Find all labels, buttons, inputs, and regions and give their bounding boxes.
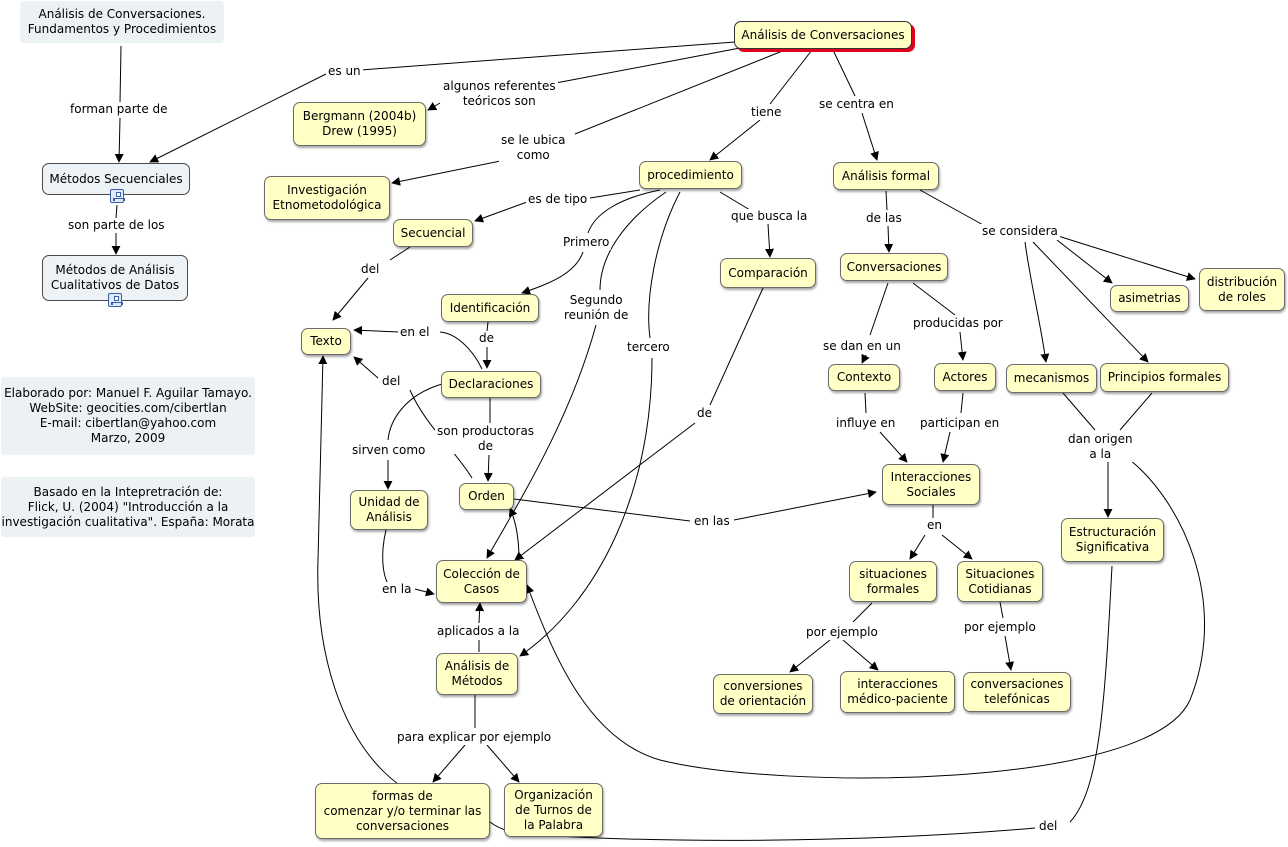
link-label: para explicar por ejemplo [395,730,554,745]
link-label: en la [380,582,414,597]
node-analisis-conversaciones[interactable]: Análisis de Conversaciones [734,21,912,49]
node-procedimiento[interactable]: procedimiento [639,161,742,189]
node-conversaciones-telefonicas[interactable]: conversaciones telefónicas [963,672,1071,712]
link-label: tercero [625,340,672,355]
link-label: es de tipo [526,192,590,207]
link-label: sirven como [350,443,428,458]
node-investigacion-etnometodologica[interactable]: Investigación Etnometodológica [264,176,390,220]
link-label: participan en [918,416,1002,431]
link-label: dan origen a la [1066,432,1135,462]
link-label: de [477,331,496,346]
node-situaciones-formales[interactable]: situaciones formales [849,561,937,602]
link-label: del [1037,819,1060,834]
link-label: del [359,262,382,277]
link-label: forman parte de [68,102,170,117]
node-estructuracion-significativa[interactable]: Estructuración Significativa [1061,518,1164,562]
link-label: tiene [749,105,784,120]
node-orden[interactable]: Orden [459,483,514,510]
node-comparacion[interactable]: Comparación [720,258,816,288]
link-label: se le ubica como [499,133,568,163]
link-label: es un [326,64,363,79]
node-conversiones-orientacion[interactable]: conversiones de orientación [713,674,813,714]
link-label: algunos referentes teóricos son [441,79,558,109]
node-identificacion[interactable]: Identificación [441,294,539,322]
link-label: de [695,406,714,421]
node-analisis-formal[interactable]: Análisis formal [833,162,939,190]
node-principios-formales[interactable]: Principios formales [1100,363,1229,392]
node-bergmann-drew[interactable]: Bergmann (2004b) Drew (1995) [293,102,426,146]
node-interacciones-sociales[interactable]: Interacciones Sociales [882,464,980,505]
node-formas-comenzar[interactable]: formas de comenzar y/o terminar las conv… [315,783,490,839]
node-distribucion-roles[interactable]: distribución de roles [1199,268,1285,311]
link-label: aplicados a la [435,624,522,639]
link-label: Primero [561,235,612,250]
link-label: por ejemplo [804,625,880,640]
node-coleccion-casos[interactable]: Colección de Casos [436,560,527,603]
link-label: en las [692,514,732,529]
node-contexto[interactable]: Contexto [828,364,900,391]
link-label: Segundo reunión de [562,293,631,323]
node-actores[interactable]: Actores [934,363,996,391]
node-declaraciones[interactable]: Declaraciones [441,371,541,398]
node-unidad-analisis[interactable]: Unidad de Análisis [350,490,428,530]
node-mecanismos[interactable]: mecanismos [1006,364,1097,393]
submap-link-icon[interactable] [108,293,123,307]
link-label: en [925,518,944,533]
link-label: se centra en [817,97,896,112]
node-organizacion-turnos[interactable]: Organización de Turnos de la Palabra [504,783,603,837]
link-label: que busca la [729,209,810,224]
map-title-box: Análisis de Conversaciones. Fundamentos … [20,1,224,43]
link-label: por ejemplo [962,620,1038,635]
node-asimetrias[interactable]: asimetrias [1110,285,1189,312]
link-label: se dan en un [821,339,903,354]
link-label: son productoras de [435,424,537,454]
node-conversaciones[interactable]: Conversaciones [840,253,948,281]
link-label: producidas por [911,316,1005,331]
node-secuencial[interactable]: Secuencial [393,219,473,247]
node-situaciones-cotidianas[interactable]: Situaciones Cotidianas [957,561,1043,602]
node-analisis-metodos[interactable]: Análisis de Métodos [436,653,518,695]
author-info-box: Elaborado por: Manuel F. Aguilar Tamayo.… [1,377,255,455]
link-label: son parte de los [66,218,167,233]
link-label: de las [864,211,904,226]
source-info-box: Basado en la Intepretración de: Flick, U… [1,477,255,537]
node-texto[interactable]: Texto [301,328,351,355]
submap-link-icon[interactable] [110,189,125,203]
link-label: influye en [834,416,898,431]
link-label: se considera [980,224,1060,239]
node-interacciones-medico-paciente[interactable]: interacciones médico-paciente [840,671,955,713]
link-label: del [380,374,403,389]
link-label: en el [398,325,432,340]
